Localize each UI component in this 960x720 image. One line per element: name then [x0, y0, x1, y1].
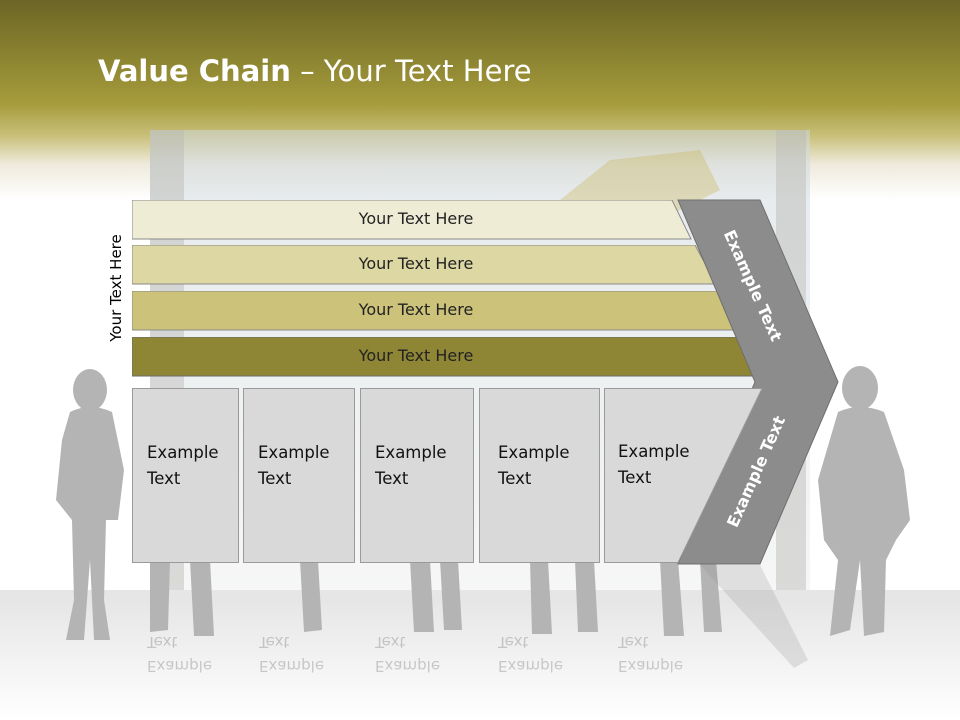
- bar-label: Your Text Here: [358, 300, 474, 319]
- bar-label: Your Text Here: [358, 346, 474, 365]
- activity-box-5-shape: [604, 388, 763, 563]
- people-silhouettes: [56, 366, 910, 640]
- chevron-reflection: [700, 565, 808, 668]
- value-bar-1: Your Text Here: [132, 200, 692, 240]
- bar-label: Your Text Here: [358, 209, 474, 228]
- bar-label: Your Text Here: [358, 254, 474, 273]
- value-bar-2: Your Text Here: [132, 245, 717, 285]
- page-title: Value Chain – Your Text Here: [98, 54, 532, 88]
